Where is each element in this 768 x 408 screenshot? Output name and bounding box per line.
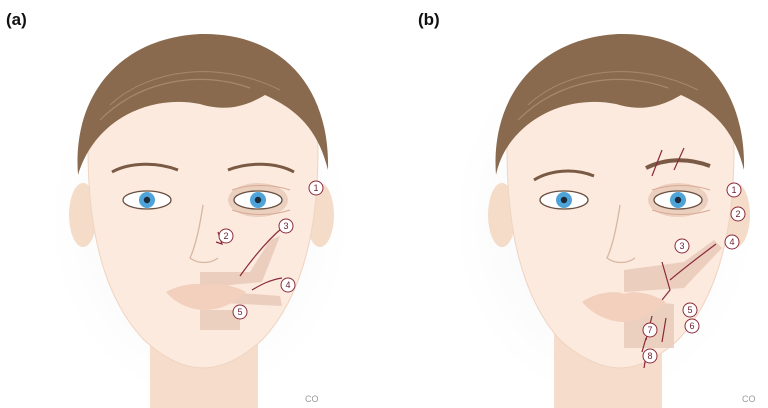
svg-text:7: 7 [647,325,652,335]
svg-text:4: 4 [729,237,734,247]
svg-text:2: 2 [735,209,740,219]
right-pupil [675,197,681,203]
svg-text:1: 1 [313,183,318,193]
marker-5: 5 [683,303,697,317]
face-illustration-b: 1 2 3 4 5 6 7 8 [384,0,768,408]
marker-3: 3 [675,239,689,253]
artist-signature: CO [305,394,319,404]
marker-3: 3 [279,219,293,233]
marker-2: 2 [219,229,233,243]
left-pupil [561,197,567,203]
svg-text:1: 1 [731,185,736,195]
svg-text:5: 5 [687,305,692,315]
marker-4: 4 [281,278,295,292]
face-illustration-a: 1 2 3 4 5 [0,0,384,408]
svg-text:6: 6 [689,321,694,331]
svg-text:3: 3 [283,221,288,231]
svg-text:2: 2 [223,231,228,241]
marker-6: 6 [685,319,699,333]
marker-8: 8 [643,349,657,363]
right-pupil [255,197,261,203]
left-pupil [144,197,150,203]
svg-text:5: 5 [237,307,242,317]
svg-text:8: 8 [647,351,652,361]
marker-1: 1 [309,181,323,195]
marker-4: 4 [725,235,739,249]
artist-signature: CO [742,394,756,404]
marker-2: 2 [731,207,745,221]
svg-text:3: 3 [679,241,684,251]
marker-1: 1 [727,183,741,197]
marker-5: 5 [233,305,247,319]
svg-text:4: 4 [285,280,290,290]
marker-7: 7 [643,323,657,337]
